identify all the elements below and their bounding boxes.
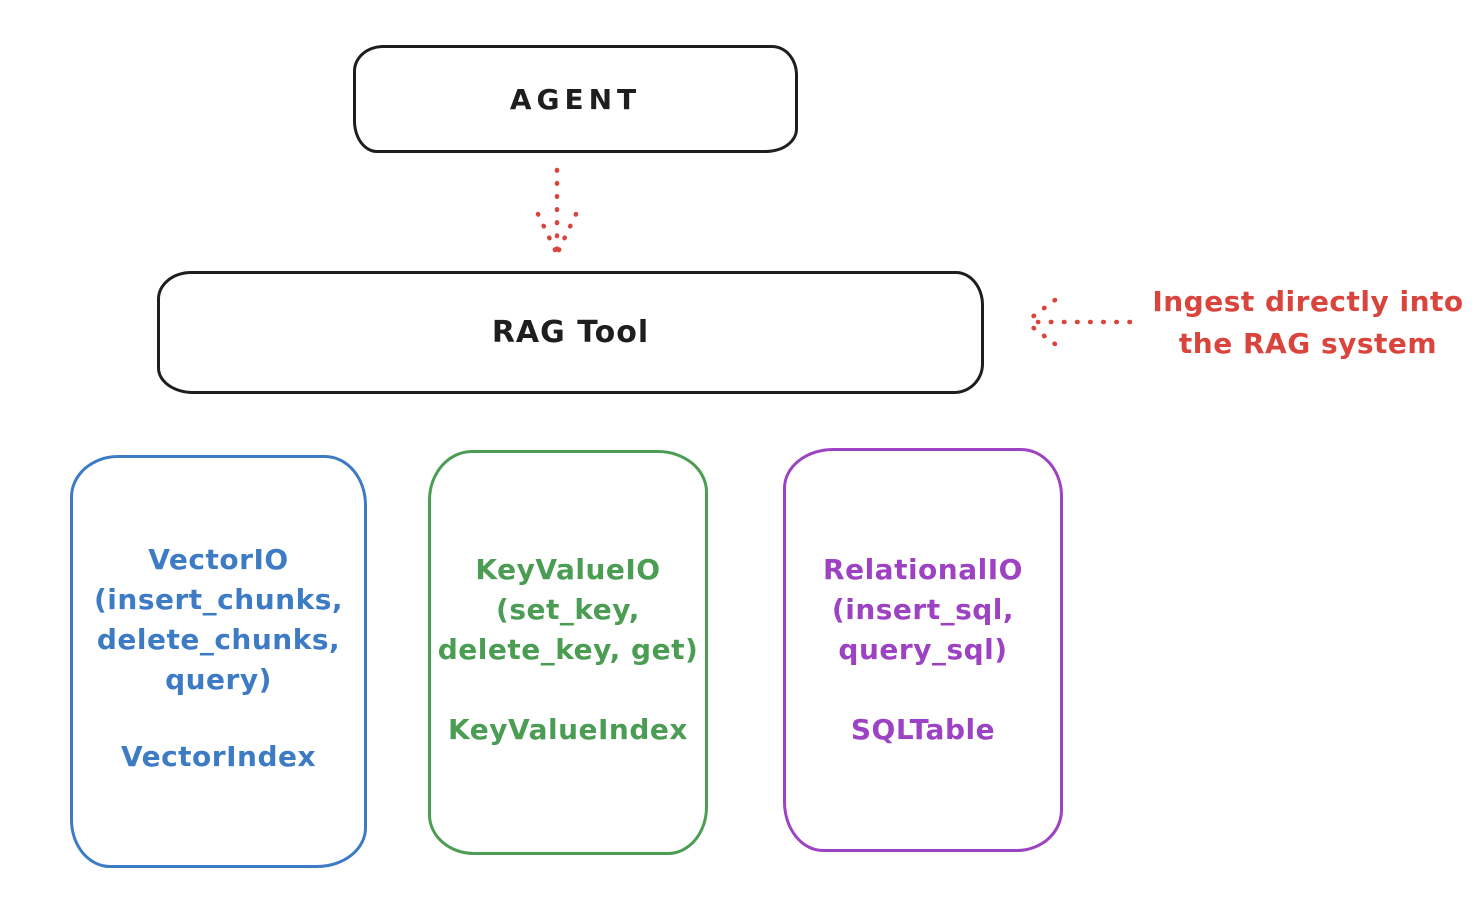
keyvalue-index-label: KeyValueIndex <box>448 713 688 746</box>
relational-io-line2: (insert_sql, <box>831 593 1015 626</box>
keyvalue-io-line1: KeyValueIO <box>475 553 661 586</box>
ingest-annotation: Ingest directly into the RAG system <box>1128 281 1484 365</box>
relational-io-line3: query_sql) <box>838 633 1008 666</box>
keyvalue-io-node: KeyValueIO (set_key, delete_key, get) Ke… <box>428 450 708 855</box>
agent-node: AGENT <box>353 45 798 153</box>
vector-io-line4: query) <box>165 663 272 696</box>
vector-io-node: VectorIO (insert_chunks, delete_chunks, … <box>70 455 367 868</box>
arrow-agent-to-rag-tool-icon <box>535 167 579 256</box>
keyvalue-io-line3: delete_key, get) <box>437 633 699 666</box>
vector-io-line2: (insert_chunks, <box>94 583 343 616</box>
vector-io-line3: delete_chunks, <box>96 623 341 656</box>
relational-io-methods: RelationalIO (insert_sql, query_sql) <box>823 550 1023 670</box>
keyvalue-io-methods: KeyValueIO (set_key, delete_key, get) <box>438 550 699 670</box>
vector-index-label: VectorIndex <box>120 740 317 773</box>
sql-table-label: SQLTable <box>850 713 996 746</box>
rag-tool-node: RAG Tool <box>157 271 984 394</box>
agent-label: AGENT <box>509 82 642 116</box>
keyvalue-io-line2: (set_key, <box>496 593 640 626</box>
relational-io-line1: RelationalIO <box>823 553 1023 586</box>
relational-io-node: RelationalIO (insert_sql, query_sql) SQL… <box>783 448 1063 852</box>
ingest-annotation-line1: Ingest directly into <box>1152 285 1464 318</box>
vector-io-line1: VectorIO <box>148 543 289 576</box>
vector-io-methods: VectorIO (insert_chunks, delete_chunks, … <box>94 540 343 700</box>
arrow-ingest-to-rag-tool-icon <box>1024 297 1133 347</box>
rag-tool-label: RAG Tool <box>491 315 650 350</box>
ingest-annotation-line2: the RAG system <box>1178 327 1438 360</box>
